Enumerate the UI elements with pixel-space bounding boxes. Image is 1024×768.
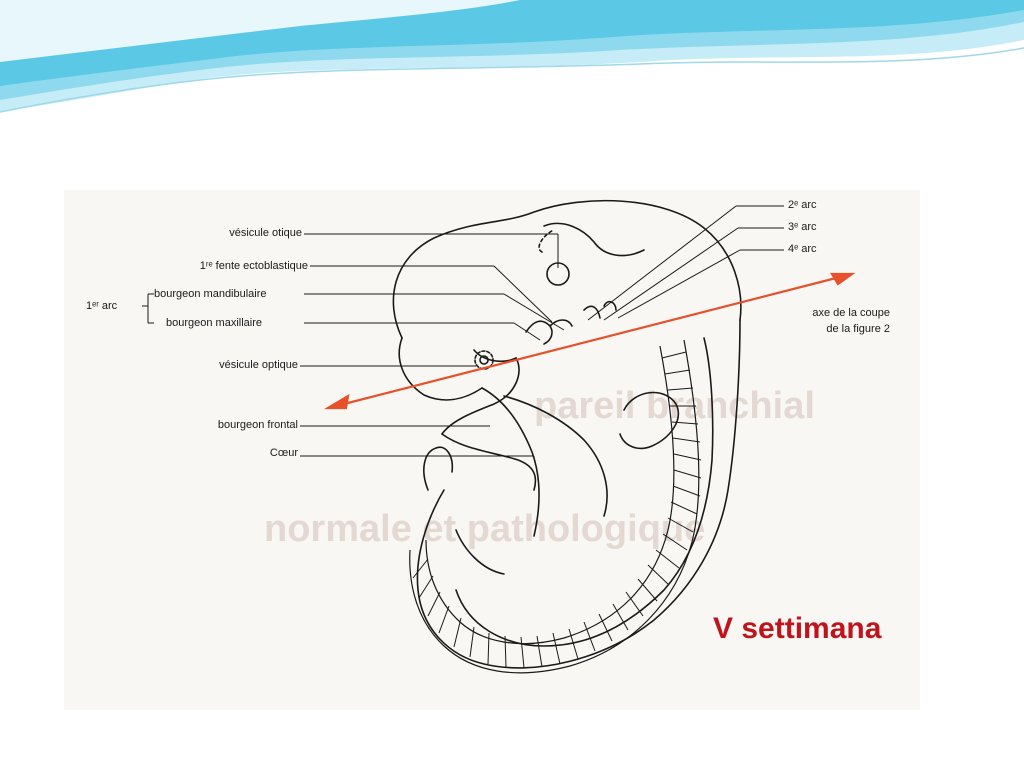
label-bourgeon-frontal: bourgeon frontal bbox=[154, 419, 298, 431]
label-arc-4: 4ᵉ arc bbox=[788, 243, 817, 255]
label-bourgeon-mandibulaire: bourgeon mandibulaire bbox=[154, 288, 267, 300]
label-vesicule-optique: vésicule optique bbox=[154, 359, 298, 371]
label-axe-coupe: axe de la coupe bbox=[764, 307, 890, 319]
label-axe-figure: de la figure 2 bbox=[764, 323, 890, 335]
label-fente-ectoblastique: 1ʳᵉ fente ectoblastique bbox=[124, 260, 308, 272]
label-vesicule-otique: vésicule otique bbox=[164, 227, 302, 239]
label-arc-2: 2ᵉ arc bbox=[788, 199, 817, 211]
label-arc-3: 3ᵉ arc bbox=[788, 221, 817, 233]
label-coeur: Cœur bbox=[154, 447, 298, 459]
header-wave-decoration bbox=[0, 0, 1024, 130]
slide-title: V settimana bbox=[713, 612, 881, 646]
label-arc-1: 1ᵉʳ arc bbox=[86, 300, 117, 312]
label-bourgeon-maxillaire: bourgeon maxillaire bbox=[166, 317, 262, 329]
